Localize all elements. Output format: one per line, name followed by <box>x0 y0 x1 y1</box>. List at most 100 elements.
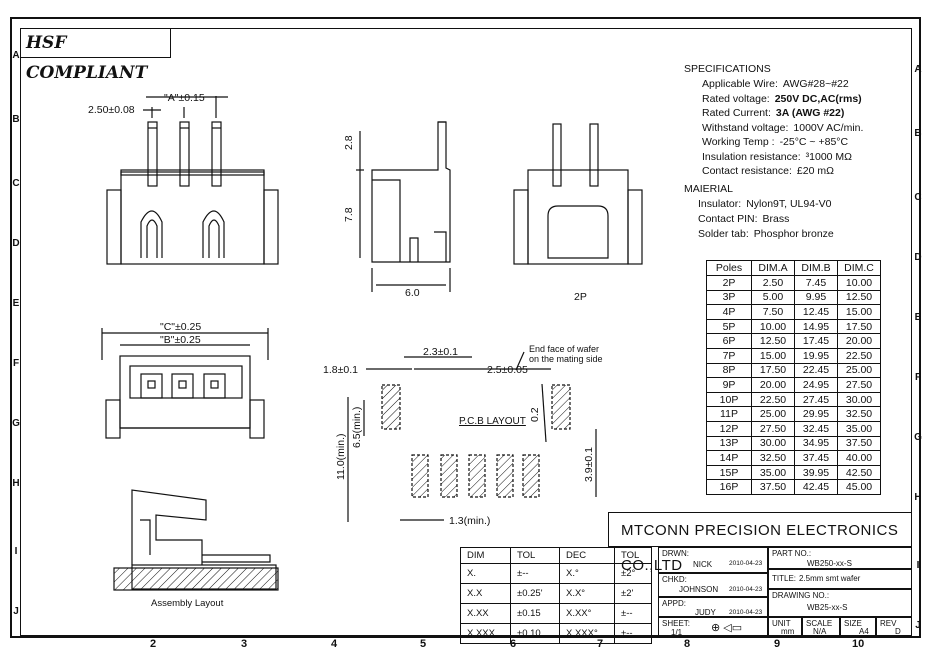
zone-row-left: F <box>12 358 20 369</box>
projection-symbol-icon: ⊕ ◁▭ <box>711 622 743 634</box>
drwn-cell: DRWN: NICK 2010-04-23 <box>658 547 768 573</box>
spec-line: Insulation resistance: ³1000 MΩ <box>702 151 852 163</box>
appd-cell: APPD: JUDY 2010-04-23 <box>658 597 768 617</box>
spec-line: Working Temp :-25°C ~ +85°C <box>702 136 848 148</box>
spec-value: £20 mΩ <box>796 165 834 177</box>
dim-pad-width: 1.8±0.1 <box>323 364 358 376</box>
dim-table-header: DIM.C <box>837 260 881 276</box>
material-label: Solder tab: <box>698 228 749 240</box>
zone-row-right: J <box>915 620 921 631</box>
spec-label: Applicable Wire: <box>702 78 778 90</box>
size-cell: SIZE A4 <box>840 617 876 636</box>
dim-table-cell: 25.00 <box>751 406 795 422</box>
dim-c: "C"±0.25 <box>160 321 201 333</box>
dim-table-cell: 10.00 <box>837 275 881 291</box>
part-no-cell: PART NO.: WB250-xx-S <box>768 547 912 569</box>
company-name: MTCONN PRECISION ELECTRONICS CO.,LTD <box>608 512 912 574</box>
material-label: Contact PIN: <box>698 213 758 225</box>
dim-39: 3.9±0.1 <box>583 447 595 482</box>
zone-col: 10 <box>852 638 865 650</box>
label-2p: 2P <box>574 291 587 303</box>
side-view <box>356 121 451 292</box>
scale-cell: SCALE N/A <box>802 617 840 636</box>
zone-col: 2 <box>150 638 157 650</box>
sheet-cell: SHEET: 1/1 ⊕ ◁▭ <box>658 617 768 637</box>
zone-row-right: F <box>914 372 922 383</box>
spec-label: Insulation resistance: <box>702 150 801 163</box>
dim-02: 0.2 <box>529 407 541 422</box>
dim-b: "B"±0.25 <box>160 334 201 346</box>
zone-row-right: E <box>914 312 922 323</box>
zone-row-right: B <box>914 128 922 139</box>
zone-row-right: D <box>914 252 922 263</box>
tol-table-cell: ±-- <box>510 563 560 584</box>
material-line: Insulator:Nylon9T, UL94-V0 <box>698 198 831 210</box>
spec-value: ³1000 MΩ <box>805 150 853 163</box>
material-label: Insulator: <box>698 198 742 210</box>
tol-table-cell: ±0.25' <box>510 583 560 604</box>
spec-value: 3A (AWG #22) <box>775 107 845 119</box>
spec-label: Rated voltage: <box>702 92 770 105</box>
spec-line: Rated voltage:250V DC,AC(rms) <box>702 93 862 105</box>
end-view-2p <box>513 123 643 265</box>
material-value: Brass <box>762 213 790 225</box>
dim-table-cell: 14.95 <box>794 318 838 335</box>
title-block: MTCONN PRECISION ELECTRONICS CO.,LTD DIM… <box>460 512 912 644</box>
zone-row-left: D <box>12 238 20 249</box>
tol-table-cell: X.XX° <box>559 603 615 624</box>
tol-table-cell: ±2' <box>614 583 652 604</box>
tol-table-cell: X. <box>460 563 511 584</box>
hsf-compliant-badge: HSF COMPLIANT <box>20 28 171 83</box>
dim-table-cell: 35.00 <box>837 420 881 437</box>
dim-table-cell: 15.00 <box>751 347 795 364</box>
zone-col: 6 <box>510 638 517 650</box>
dim-table-cell: 15.00 <box>837 304 881 320</box>
dim-table-cell: 37.50 <box>751 479 795 495</box>
drawing-no-cell: DRAWING NO.: WB25-xx-S <box>768 589 912 617</box>
spec-line: Withstand voltage:1000V AC/min. <box>702 122 863 134</box>
tol-table-header: DEC <box>559 547 615 564</box>
tol-table-cell: X.XX <box>460 603 511 624</box>
table-row: X.X±0.25'X.X°±2' <box>460 583 652 604</box>
tol-table-cell: ±2° <box>614 563 652 584</box>
spec-line: Contact resistance:£20 mΩ <box>702 165 834 177</box>
material-title: MAIERIAL <box>684 183 734 195</box>
zone-row-right: I <box>916 560 920 571</box>
zone-row-left: B <box>12 114 20 125</box>
spec-label: Working Temp : <box>702 136 775 148</box>
dim-pad-pitch: 2.5±0.05 <box>487 364 528 376</box>
table-row: X.±--X.°±2° <box>460 563 652 584</box>
zone-col: 4 <box>331 638 338 650</box>
dim-height-top: 2.8 <box>343 135 355 150</box>
tol-table-cell: ±0.10 <box>510 623 560 644</box>
zone-row-left: E <box>12 298 20 309</box>
dim-table-cell: 17.45 <box>794 333 838 349</box>
dim-table-cell: 35.00 <box>751 464 795 481</box>
chkd-cell: CHKD: JOHNSON 2010-04-23 <box>658 573 768 597</box>
tol-table-cell: ±0.15 <box>510 603 560 624</box>
dim-table-cell: 34.95 <box>794 435 838 452</box>
dim-pitch: 2.50±0.08 <box>88 104 135 116</box>
dim-table-cell: 27.50 <box>837 377 881 393</box>
title-cell: TITLE: 2.5mm smt wafer <box>768 569 912 589</box>
zone-col: 8 <box>684 638 691 650</box>
dim-table-cell: 9.95 <box>794 289 838 306</box>
tol-table-header: TOL <box>614 547 652 564</box>
dim-pad-gap: 2.3±0.1 <box>423 346 458 358</box>
dim-table-cell: 3P <box>706 289 752 306</box>
rev-cell: REV D <box>876 617 912 636</box>
material-value: Phosphor bronze <box>753 228 834 240</box>
zone-row-left: J <box>13 606 19 617</box>
spec-title: SPECIFICATIONS <box>684 63 771 75</box>
spec-value: AWG#28~#22 <box>782 78 849 90</box>
zone-row-left: G <box>12 418 20 429</box>
dim-a: "A"±0.15 <box>164 92 205 104</box>
zone-row-right: G <box>914 432 922 443</box>
spec-line: Applicable Wire: AWG#28~#22 <box>702 78 849 90</box>
zone-col: 9 <box>774 638 781 650</box>
